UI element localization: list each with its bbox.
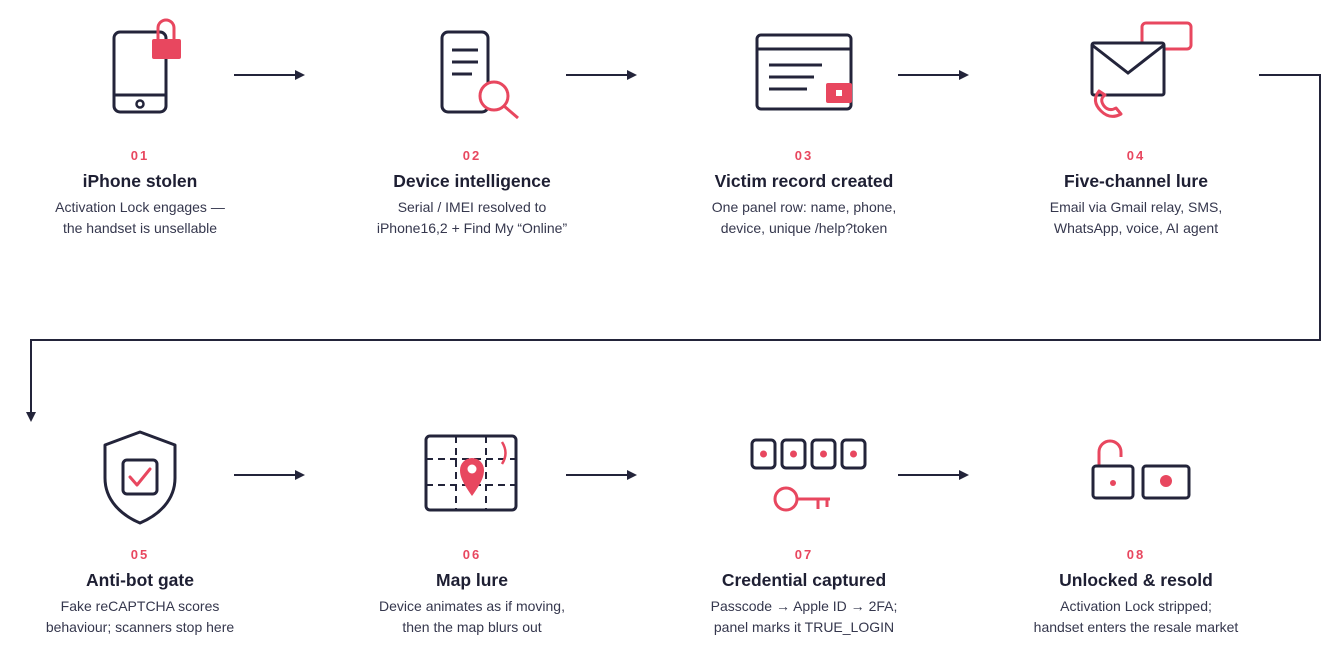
step-04: 04 Five-channel lure Email via Gmail rel… bbox=[1016, 148, 1256, 238]
step-description: Passcode → Apple ID → 2FA; panel marks i… bbox=[710, 598, 898, 635]
locked-phone-icon bbox=[112, 18, 181, 114]
arrow-04-05-wrap bbox=[26, 74, 1321, 422]
step-title: Map lure bbox=[436, 570, 508, 590]
step-number: 02 bbox=[462, 148, 482, 163]
step-06: 06 Map lure Device animates as if moving… bbox=[352, 547, 592, 637]
step-title: Unlocked & resold bbox=[1059, 570, 1213, 590]
step-description: Activation Lock engages — the handset is… bbox=[55, 199, 225, 236]
step-number: 01 bbox=[130, 148, 150, 163]
map-pin-icon bbox=[424, 434, 518, 512]
step-08: 08 Unlocked & resold Activation Lock str… bbox=[1016, 547, 1256, 637]
step-03: 03 Victim record created One panel row: … bbox=[684, 148, 924, 238]
step-title: Device intelligence bbox=[393, 171, 551, 191]
step-01: 01 iPhone stolen Activation Lock engages… bbox=[20, 148, 260, 238]
step-number: 05 bbox=[130, 547, 150, 562]
step-number: 07 bbox=[794, 547, 814, 562]
document-magnifier-icon bbox=[440, 30, 519, 120]
step-title: Anti-bot gate bbox=[86, 570, 194, 590]
step-number: 08 bbox=[1126, 547, 1146, 562]
envelope-chat-phone-icon bbox=[1090, 21, 1193, 118]
step-title: Victim record created bbox=[714, 171, 894, 191]
step-07: 07 Credential captured Passcode → Apple … bbox=[684, 547, 924, 637]
step-title: iPhone stolen bbox=[82, 171, 198, 191]
step-description: Device animates as if moving, then the m… bbox=[379, 598, 565, 635]
step-description: Serial / IMEI resolved to iPhone16,2 + F… bbox=[376, 199, 568, 236]
unlocked-padlock-icon bbox=[1091, 439, 1191, 500]
step-02: 02 Device intelligence Serial / IMEI res… bbox=[352, 148, 592, 238]
step-number: 03 bbox=[794, 148, 814, 163]
step-description: Activation Lock stripped; handset enters… bbox=[1033, 598, 1239, 635]
passcode-key-icon bbox=[750, 438, 867, 512]
step-description: Fake reCAPTCHA scores behaviour; scanner… bbox=[45, 598, 235, 635]
step-description: One panel row: name, phone, device, uniq… bbox=[711, 199, 897, 236]
step-05: 05 Anti-bot gate Fake reCAPTCHA scores b… bbox=[20, 547, 260, 637]
step-number: 06 bbox=[462, 547, 482, 562]
step-number: 04 bbox=[1126, 148, 1146, 163]
step-description: Email via Gmail relay, SMS, WhatsApp, vo… bbox=[1049, 199, 1223, 236]
step-title: Credential captured bbox=[721, 570, 887, 590]
browser-window-icon bbox=[755, 33, 853, 111]
shield-check-icon bbox=[103, 430, 177, 525]
step-title: Five-channel lure bbox=[1064, 171, 1208, 191]
